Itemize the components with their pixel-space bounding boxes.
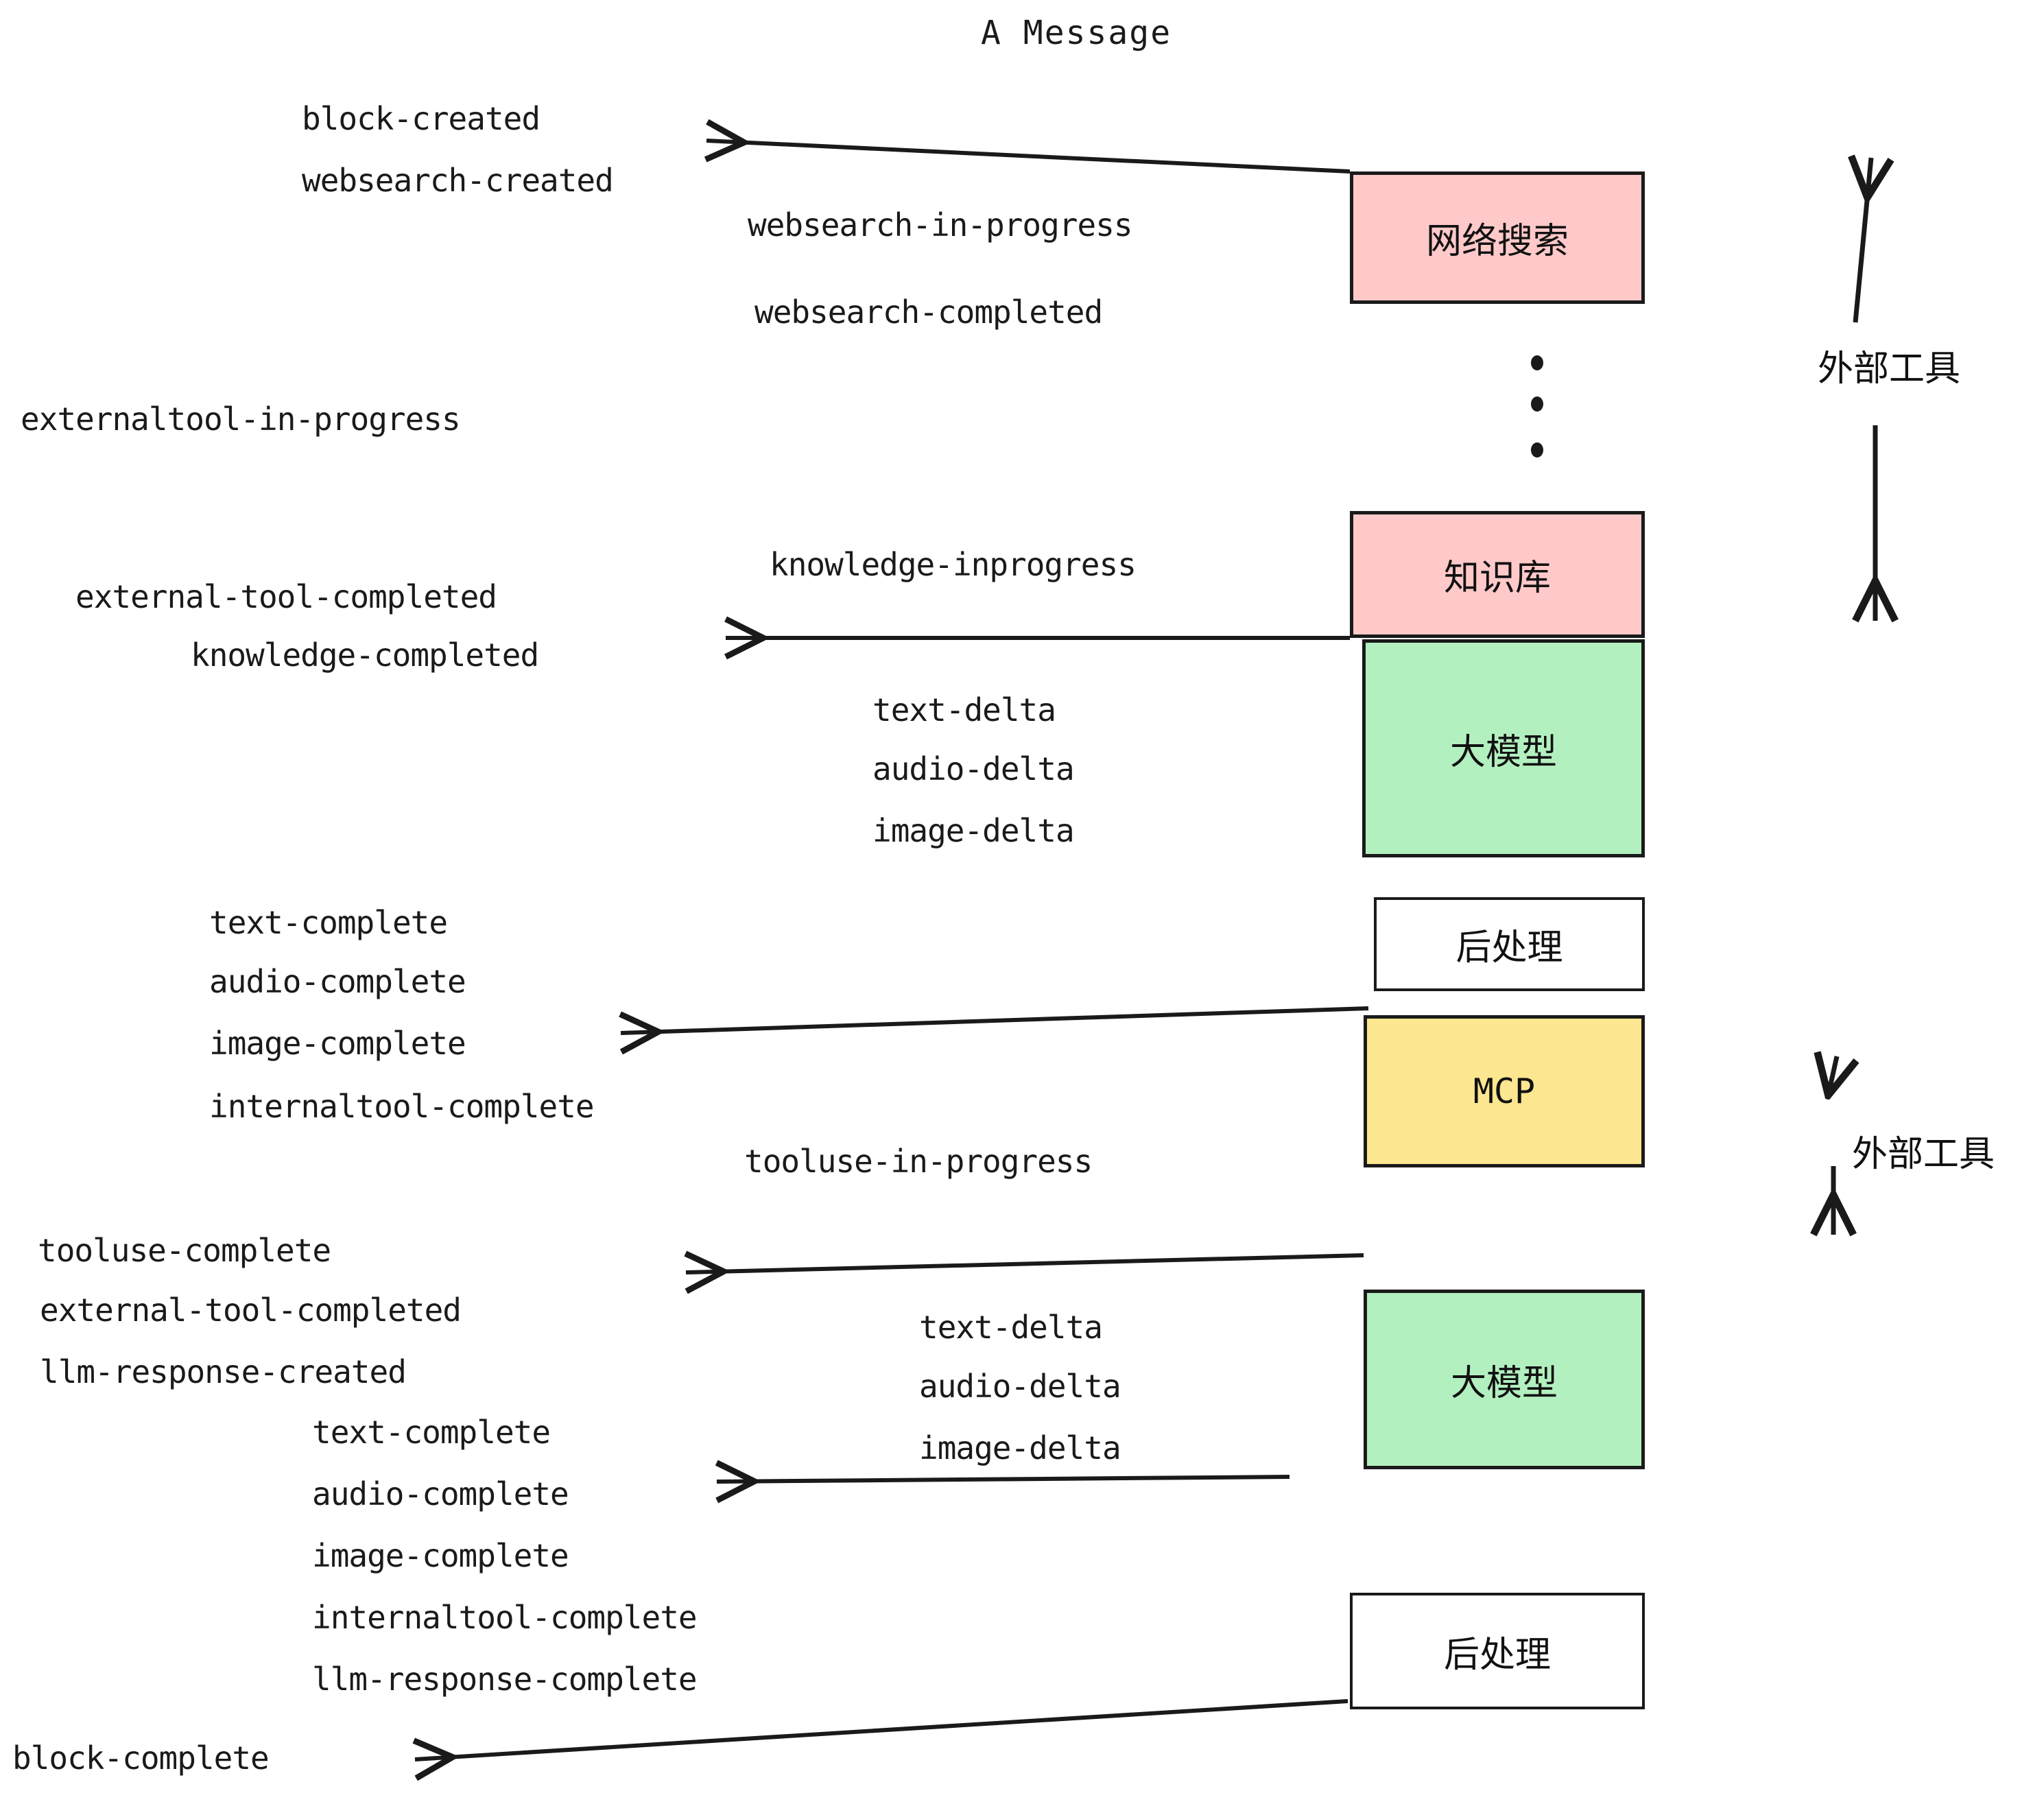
group-label-external-tools-top: 外部工具 xyxy=(1818,348,1961,390)
event-websearch-completed: websearch-completed xyxy=(754,294,1103,331)
arrow-postprocess2-to-block-complete xyxy=(415,1699,1348,1759)
box-websearch-label: 网络搜索 xyxy=(1425,221,1569,262)
ellipsis-dot-1 xyxy=(1531,355,1543,370)
event-audio-delta-1: audio-delta xyxy=(872,750,1075,787)
external-tools-arrow-bottom-up xyxy=(1830,1056,1837,1087)
box-llm-2[interactable]: 大模型 xyxy=(1364,1290,1645,1469)
event-llm-response-created: llm-response-created xyxy=(40,1353,407,1390)
arrow-mcp-to-tooluse-complete xyxy=(686,1255,1364,1272)
event-llm-response-complete: llm-response-complete xyxy=(312,1661,698,1698)
event-knowledge-completed: knowledge-completed xyxy=(191,637,539,674)
box-postprocess-2-label: 后处理 xyxy=(1443,1634,1551,1676)
event-block-complete: block-complete xyxy=(12,1740,270,1777)
group-label-external-tools-bottom: 外部工具 xyxy=(1852,1134,1995,1175)
ellipsis-dot-2 xyxy=(1531,396,1543,412)
event-tooluse-complete: tooluse-complete xyxy=(38,1232,331,1269)
page-title: A Message xyxy=(981,14,1172,52)
external-tools-arrow-top-up xyxy=(1855,158,1871,323)
box-llm-1-label: 大模型 xyxy=(1449,731,1557,773)
event-image-delta-2: image-delta xyxy=(919,1429,1121,1467)
event-internaltool-complete-1: internaltool-complete xyxy=(209,1088,595,1125)
event-image-complete-2: image-complete xyxy=(312,1537,569,1574)
event-websearch-in-progress: websearch-in-progress xyxy=(748,206,1133,244)
event-internaltool-complete-2: internaltool-complete xyxy=(312,1599,698,1636)
event-text-complete-2: text-complete xyxy=(312,1414,551,1451)
box-knowledge-label: 知识库 xyxy=(1443,558,1551,599)
event-external-tool-completed-1: external-tool-completed xyxy=(75,578,497,615)
arrow-websearch-to-block-created xyxy=(706,141,1351,174)
box-postprocess-1[interactable]: 后处理 xyxy=(1374,897,1645,991)
event-knowledge-inprogress: knowledge-inprogress xyxy=(770,546,1137,583)
box-llm-2-label: 大模型 xyxy=(1450,1362,1558,1404)
event-audio-complete-1: audio-complete xyxy=(209,963,466,1000)
arrow-postprocess1-to-image-complete xyxy=(621,1006,1369,1033)
box-mcp[interactable]: MCP xyxy=(1364,1015,1645,1167)
event-audio-delta-2: audio-delta xyxy=(919,1368,1121,1405)
event-tooluse-in-progress: tooluse-in-progress xyxy=(744,1143,1093,1180)
event-text-complete-1: text-complete xyxy=(209,904,448,941)
box-knowledge[interactable]: 知识库 xyxy=(1350,511,1645,638)
event-audio-complete-2: audio-complete xyxy=(312,1475,569,1512)
box-websearch[interactable]: 网络搜索 xyxy=(1350,171,1645,304)
arrow-llm2-to-audio-complete xyxy=(717,1477,1290,1482)
event-text-delta-1: text-delta xyxy=(872,691,1056,728)
box-postprocess-1-label: 后处理 xyxy=(1455,927,1563,969)
event-websearch-created: websearch-created xyxy=(302,162,614,199)
ellipsis-dot-3 xyxy=(1531,442,1543,458)
event-image-complete-1: image-complete xyxy=(209,1025,466,1062)
box-postprocess-2[interactable]: 后处理 xyxy=(1350,1593,1645,1709)
event-external-tool-completed-2: external-tool-completed xyxy=(40,1292,462,1329)
box-mcp-label: MCP xyxy=(1473,1071,1536,1111)
event-externaltool-in-progress: externaltool-in-progress xyxy=(21,401,461,438)
event-block-created: block-created xyxy=(302,100,540,137)
event-image-delta-1: image-delta xyxy=(872,812,1075,849)
box-llm-1[interactable]: 大模型 xyxy=(1362,639,1645,857)
event-text-delta-2: text-delta xyxy=(919,1309,1103,1346)
